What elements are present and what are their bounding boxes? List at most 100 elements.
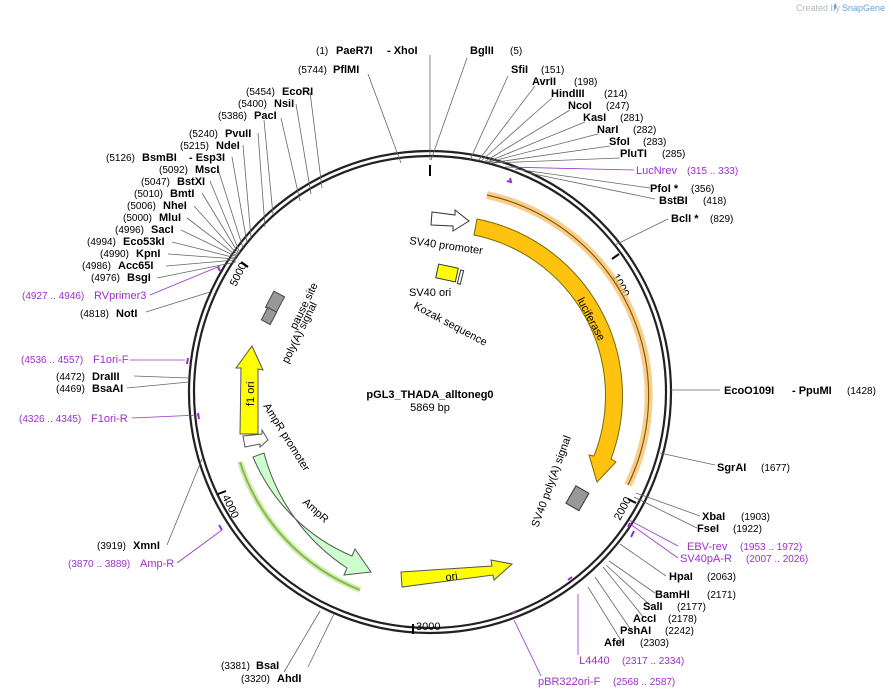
site-pflmi[interactable]: (5744) PflMI [298, 64, 359, 76]
site-pvuii[interactable]: (5240) PvuII [189, 128, 251, 140]
site-bglii[interactable]: BglII (5) [470, 45, 522, 57]
primer-f1orir[interactable]: (4326 .. 4345) F1ori-R [19, 413, 128, 425]
luciferase-feature[interactable] [473, 218, 623, 483]
site-leader-lines [126, 55, 720, 677]
sv40-ori-label: SV40 ori [409, 287, 451, 299]
primer-range: (4927 .. 4946) [22, 291, 84, 302]
site-name: BsgI [127, 272, 151, 284]
site-bsmbi[interactable]: (5126) BsmBI - Esp3I [106, 152, 225, 164]
ori-label: ori [445, 570, 459, 584]
site-bmti[interactable]: (5010) BmtI [134, 188, 194, 200]
sv40-ori-feature[interactable] [435, 263, 459, 283]
site-name: BclI * [671, 213, 699, 225]
site-sali[interactable]: SalI (2177) [643, 601, 706, 613]
primer-mark-f1orif [186, 357, 189, 365]
sv40-promoter-feature[interactable] [430, 208, 470, 232]
primer-range: (2568 .. 2587) [613, 677, 675, 688]
primer-name: SV40pA-R [680, 553, 732, 565]
kozak-feature[interactable] [456, 269, 465, 285]
site-pos: (1903) [741, 512, 770, 523]
site-bamhi[interactable]: BamHI (2171) [655, 589, 736, 601]
site-xmni[interactable]: (3919) XmnI [97, 540, 160, 552]
site-ecoo109i[interactable]: EcoO109I - PpuMI (1428) [724, 385, 876, 397]
site-ndei[interactable]: (5215) NdeI [180, 140, 240, 152]
ampr-feature[interactable] [252, 452, 372, 576]
site-pos: (5240) [189, 129, 218, 140]
site-pos: (4994) [87, 237, 116, 248]
ampr-promoter-feature[interactable] [242, 428, 269, 449]
f1-ori-feature[interactable] [235, 345, 264, 435]
site-bcli[interactable]: BclI * (829) [671, 213, 733, 225]
site-ecori[interactable]: (5454) EcoRI [246, 86, 313, 98]
site-nhei[interactable]: (5006) NheI [127, 200, 187, 212]
primer-name: EBV-rev [687, 541, 728, 553]
site-bsaai[interactable]: (4469) BsaAI [56, 383, 123, 395]
site-name: BamHI [655, 589, 690, 601]
site-eco53ki[interactable]: (4994) Eco53kI [87, 236, 165, 248]
site-draiii[interactable]: (4472) DraIII [56, 371, 120, 383]
site-afei[interactable]: AfeI (2303) [604, 637, 669, 649]
primer-sv40par[interactable]: SV40pA-R (2007 .. 2026) [680, 553, 808, 565]
site-pos: (214) [604, 89, 627, 100]
site-kasi[interactable]: KasI (281) [583, 112, 643, 124]
primer-ebvrev[interactable]: EBV-rev (1953 .. 1972) [687, 541, 802, 553]
site-name: BsaAI [92, 383, 123, 395]
site-sgrai[interactable]: SgrAI (1677) [717, 462, 790, 474]
site-pfoi[interactable]: PfoI * (356) [650, 183, 714, 195]
site-sfoi[interactable]: SfoI (283) [609, 136, 666, 148]
site-bsgi[interactable]: (4976) BsgI [91, 272, 151, 284]
site-kpni[interactable]: (4990) KpnI [100, 248, 160, 260]
sv40-polya-label: SV40 poly(A) signal [530, 434, 574, 529]
f1-ori-label: f1 ori [245, 382, 257, 406]
site-ahdi[interactable]: (3320) AhdI [241, 673, 301, 685]
site-avrii[interactable]: AvrII (198) [532, 76, 597, 88]
site-mlui[interactable]: (5000) MluI [123, 212, 181, 224]
primer-pbr322orif[interactable]: pBR322ori-F (2568 .. 2587) [538, 676, 675, 688]
site-name: PfoI * [650, 183, 679, 195]
site-acci[interactable]: AccI (2178) [633, 613, 697, 625]
site-pos: (5126) [106, 153, 135, 164]
sv40-polya-feature[interactable] [565, 485, 590, 512]
site-pshai[interactable]: PshAI (2242) [620, 625, 694, 637]
credit-prefix: Created by [796, 3, 841, 13]
site-acc65i[interactable]: (4986) Acc65I [82, 260, 153, 272]
site-bsai[interactable]: (3381) BsaI [221, 660, 279, 672]
polya-signal-feature[interactable] [260, 306, 278, 326]
site-paci[interactable]: (5386) PacI [218, 110, 277, 122]
site-pos: (1922) [733, 524, 762, 535]
site-pos: (151) [541, 65, 564, 76]
site-pos: (4986) [82, 261, 111, 272]
primer-ampr[interactable]: (3870 .. 3889) Amp-R [68, 558, 174, 570]
site-paer7i[interactable]: (1) PaeR7I - XhoI [316, 45, 418, 57]
primer-mark-lucnrev [506, 177, 513, 184]
primer-rvprimer3[interactable]: (4927 .. 4946) RVprimer3 [22, 290, 146, 302]
primer-f1orif[interactable]: (4536 .. 4557) F1ori-F [21, 354, 129, 366]
site-msci[interactable]: (5092) MscI [159, 164, 219, 176]
site-sfii[interactable]: SfiI (151) [511, 64, 564, 76]
site-hindiii[interactable]: HindIII (214) [551, 88, 627, 100]
site-pos: (5092) [159, 165, 188, 176]
site-ncoi[interactable]: NcoI (247) [568, 100, 629, 112]
site-xbai[interactable]: XbaI (1903) [702, 511, 770, 523]
site-pos: (5454) [246, 87, 275, 98]
snapgene-logo-icon [834, 3, 837, 10]
site-nsii[interactable]: (5400) NsiI [238, 98, 294, 110]
site-name: BmtI [170, 188, 194, 200]
site-name: NcoI [568, 100, 592, 112]
site-name: PshAI [620, 625, 651, 637]
site-noti[interactable]: (4818) NotI [80, 308, 137, 320]
site-pluti[interactable]: PluTI (285) [620, 148, 685, 160]
site-bstxi[interactable]: (5047) BstXI [141, 176, 205, 188]
site-fsei[interactable]: FseI (1922) [697, 523, 762, 535]
primer-range: (4536 .. 4557) [21, 355, 83, 366]
site-saci[interactable]: (4996) SacI [115, 224, 174, 236]
primer-l4440[interactable]: L4440 (2317 .. 2334) [579, 655, 684, 667]
site-pos: (4990) [100, 249, 129, 260]
ampr-highlight [237, 461, 362, 593]
site-nari[interactable]: NarI (282) [597, 124, 656, 136]
primer-lucnrev[interactable]: LucNrev (315 .. 333) [636, 165, 738, 177]
site-hpai[interactable]: HpaI (2063) [669, 571, 736, 583]
site-bstbi[interactable]: BstBI (418) [659, 195, 726, 207]
ori-feature[interactable] [400, 559, 514, 588]
site-name: AfeI [604, 637, 625, 649]
